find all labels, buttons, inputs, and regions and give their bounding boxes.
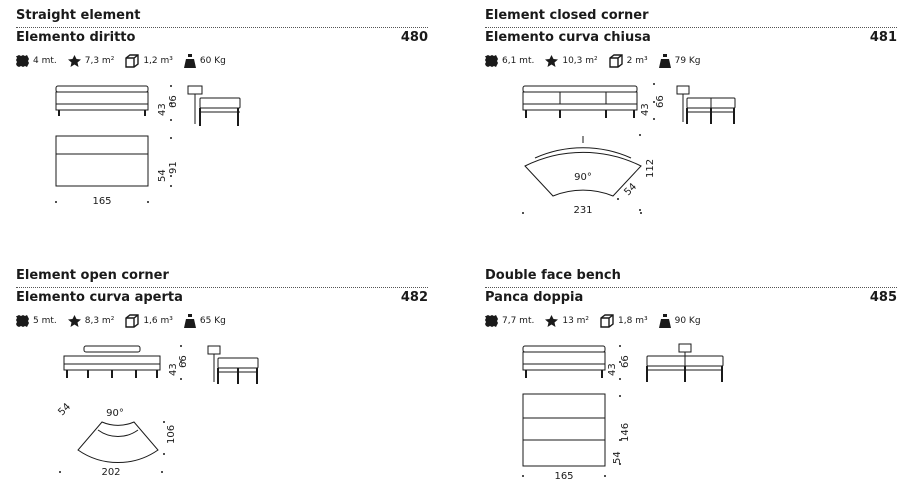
fabric-icon	[16, 315, 29, 327]
dim-seat-height: 43	[168, 363, 179, 376]
technical-drawing: 43 66 54 112 90° 231	[522, 83, 736, 216]
product-code: 482	[400, 290, 428, 305]
volume-box-icon	[600, 314, 614, 328]
fabric-icon	[485, 55, 498, 67]
dim-total-height: 66	[620, 355, 631, 368]
weight-value: 65 Kg	[199, 316, 226, 326]
dim-seat-depth: 54	[157, 169, 168, 182]
weight-icon	[183, 314, 196, 328]
volume-box-icon	[608, 54, 623, 68]
volume-box-icon	[125, 314, 140, 328]
technical-drawing: 43 66 54 146 165	[522, 343, 724, 482]
dim-total-depth: 91	[168, 161, 179, 174]
volume-value: 1,2 m³	[143, 56, 173, 66]
dim-width: 165	[554, 471, 573, 482]
volume-box-icon	[125, 54, 140, 68]
volume-value: 1,8 m³	[618, 316, 648, 326]
weight-value: 90 Kg	[674, 316, 701, 326]
fabric-value: 6,1 mt.	[502, 56, 535, 66]
dim-total-height: 66	[178, 355, 189, 368]
product-code: 480	[400, 30, 428, 45]
dim-seat-height: 43	[607, 363, 618, 376]
dotted-divider	[16, 287, 428, 288]
product-title-it: Elemento diritto	[16, 30, 136, 45]
dim-total-depth: 106	[166, 425, 177, 444]
fabric-value: 7,7 mt.	[502, 316, 535, 326]
fabric-icon	[485, 315, 498, 327]
technical-drawing: 43 66 54 106 90° 202	[56, 345, 259, 478]
dim-total-depth: 146	[620, 423, 631, 442]
spec-row: 7,7 mt. 13 m² 1,8 m³ 90 Kg	[485, 314, 708, 328]
technical-drawing: 43 66 54 91 165	[55, 85, 241, 207]
dim-total-height: 66	[655, 95, 666, 108]
dim-width: 165	[92, 196, 111, 207]
leather-value: 10,3 m²	[562, 56, 598, 66]
leather-icon	[67, 55, 81, 67]
dim-total-depth: 112	[645, 159, 656, 178]
product-title-en: Element closed corner	[485, 8, 649, 23]
leather-value: 7,3 m²	[84, 56, 115, 66]
product-card-482: Element open corner Elemento curva apert…	[16, 266, 428, 501]
spec-row: 5 mt. 8,3 m² 1,6 m³ 65 Kg	[16, 314, 233, 328]
dim-angle: 90°	[106, 408, 124, 419]
dim-width: 202	[101, 467, 120, 478]
dim-width: 231	[573, 205, 592, 216]
fabric-icon	[16, 55, 29, 67]
dotted-divider	[16, 27, 428, 28]
leather-icon	[545, 315, 559, 327]
product-card-480: Straight element Elemento diritto 480 4 …	[16, 6, 428, 241]
dotted-divider	[485, 287, 897, 288]
weight-icon	[183, 54, 196, 68]
volume-value: 2 m³	[626, 56, 648, 66]
fabric-value: 5 mt.	[33, 316, 57, 326]
dim-seat-height: 43	[640, 103, 651, 116]
weight-value: 60 Kg	[199, 56, 226, 66]
product-title-en: Straight element	[16, 8, 141, 23]
dim-seat-depth: 54	[612, 451, 623, 464]
leather-icon	[67, 315, 81, 327]
leather-icon	[545, 55, 559, 67]
leather-value: 8,3 m²	[84, 316, 115, 326]
dotted-divider	[485, 27, 897, 28]
spec-row: 4 mt. 7,3 m² 1,2 m³ 60 Kg	[16, 54, 233, 68]
dim-seat-height: 43	[157, 103, 168, 116]
product-title-it: Panca doppia	[485, 290, 584, 305]
fabric-value: 4 mt.	[33, 56, 57, 66]
product-title-en: Double face bench	[485, 268, 621, 283]
spec-row: 6,1 mt. 10,3 m² 2 m³ 79 Kg	[485, 54, 708, 68]
dim-angle: 90°	[574, 172, 592, 183]
product-code: 485	[869, 290, 897, 305]
product-card-481: Element closed corner Elemento curva chi…	[485, 6, 897, 241]
leather-value: 13 m²	[562, 316, 590, 326]
weight-icon	[658, 54, 671, 68]
volume-value: 1,6 m³	[143, 316, 173, 326]
dim-total-height: 66	[168, 95, 179, 108]
product-title-en: Element open corner	[16, 268, 169, 283]
weight-value: 79 Kg	[674, 56, 701, 66]
product-code: 481	[869, 30, 897, 45]
product-title-it: Elemento curva chiusa	[485, 30, 651, 45]
product-card-485: Double face bench Panca doppia 485 7,7 m…	[485, 266, 897, 501]
product-title-it: Elemento curva aperta	[16, 290, 183, 305]
dim-seat-depth: 54	[56, 401, 73, 418]
weight-icon	[658, 314, 671, 328]
